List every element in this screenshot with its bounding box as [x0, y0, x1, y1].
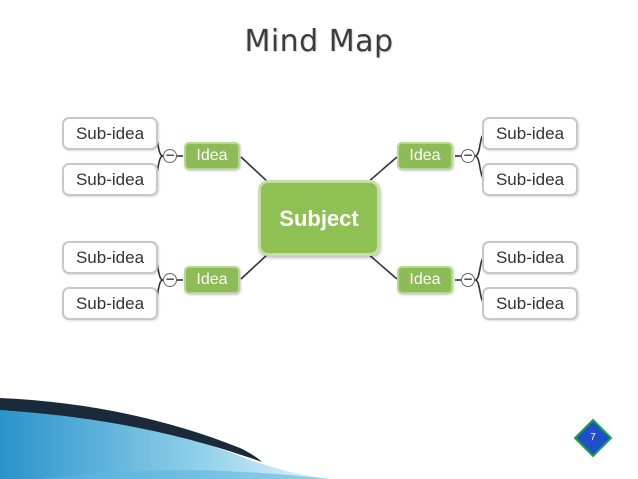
sub-idea-node[interactable]: Sub-idea	[62, 287, 158, 320]
subject-node[interactable]: Subject	[258, 180, 380, 256]
idea-node-bottom-left[interactable]: Idea	[184, 266, 240, 294]
mind-map: Subject Idea − Sub-idea Sub-idea Idea − …	[57, 107, 579, 329]
collapse-toggle-icon[interactable]: −	[461, 272, 475, 287]
idea-node-top-left[interactable]: Idea	[184, 142, 240, 170]
sub-idea-node[interactable]: Sub-idea	[482, 287, 578, 320]
sub-idea-node[interactable]: Sub-idea	[62, 241, 158, 274]
idea-node-top-right[interactable]: Idea	[397, 142, 453, 170]
collapse-toggle-icon[interactable]: −	[163, 272, 177, 287]
sub-idea-node[interactable]: Sub-idea	[62, 117, 158, 150]
sub-idea-node[interactable]: Sub-idea	[482, 117, 578, 150]
page-number-badge-icon	[573, 418, 613, 458]
sub-idea-node[interactable]: Sub-idea	[482, 163, 578, 196]
page-number: 7	[590, 432, 596, 443]
collapse-toggle-icon[interactable]: −	[461, 148, 475, 163]
sub-idea-node[interactable]: Sub-idea	[482, 241, 578, 274]
idea-node-bottom-right[interactable]: Idea	[397, 266, 453, 294]
collapse-toggle-icon[interactable]: −	[163, 148, 177, 163]
sub-idea-node[interactable]: Sub-idea	[62, 163, 158, 196]
slide-title: Mind Map	[244, 24, 394, 59]
